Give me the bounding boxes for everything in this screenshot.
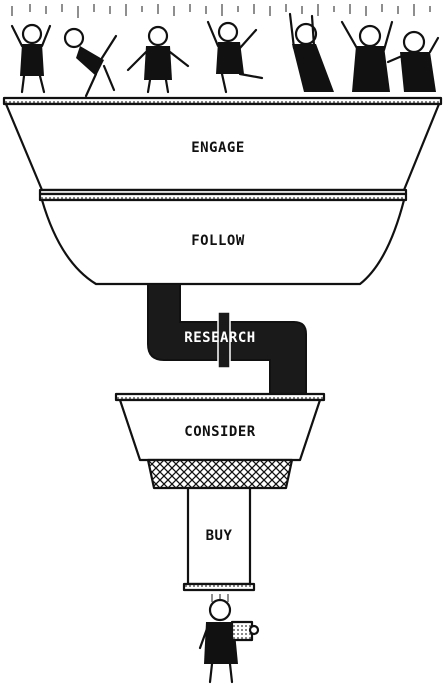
middle-funnel xyxy=(114,392,326,490)
drop-lines xyxy=(11,4,431,18)
jumping-person-icon xyxy=(340,20,394,92)
top-funnel xyxy=(2,96,443,286)
stage-label-follow: FOLLOW xyxy=(191,233,245,249)
leaning-person-icon xyxy=(288,12,334,92)
research-pipe xyxy=(147,283,307,395)
falling-person-icon xyxy=(126,25,190,94)
stage-label-consider: CONSIDER xyxy=(184,424,256,440)
stage-label-engage: ENGAGE xyxy=(191,140,245,156)
cheering-person-icon xyxy=(10,23,52,94)
waving-person-icon xyxy=(206,20,264,94)
customer-with-package-icon xyxy=(198,598,260,684)
buy-tube xyxy=(182,486,256,592)
stage-label-buy: BUY xyxy=(206,528,233,544)
stage-label-research: RESEARCH xyxy=(184,330,255,346)
tumbling-person-icon xyxy=(63,27,118,98)
sliding-person-icon xyxy=(386,30,440,92)
